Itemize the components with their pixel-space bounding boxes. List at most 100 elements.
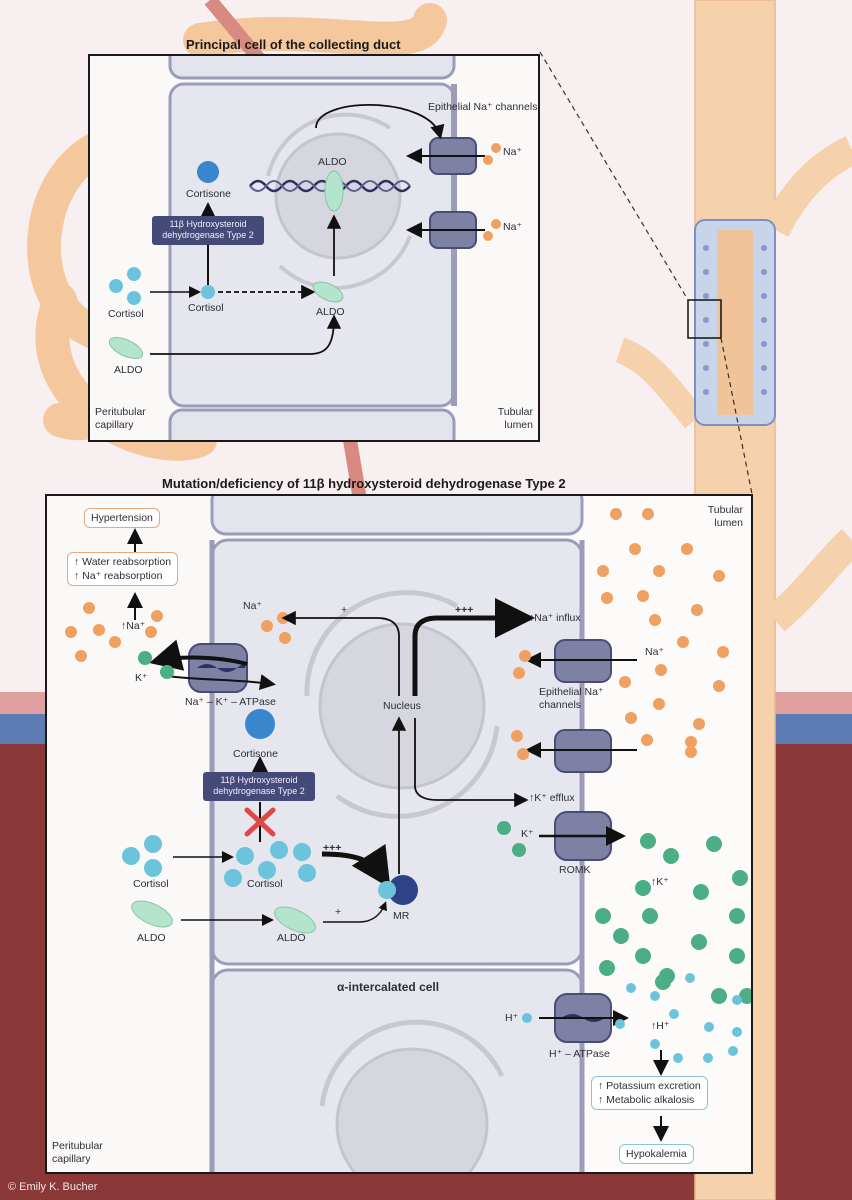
romk-channel [539, 811, 626, 861]
peritubular-line1: Peritubular [52, 1140, 103, 1152]
k-lumen-label: ↑K⁺ [651, 876, 669, 889]
enac-channel-2 [406, 211, 485, 249]
intercalated-cell-label: α-intercalated cell [337, 980, 440, 994]
zoom-marker [687, 299, 722, 339]
duct-branch-left [615, 337, 705, 429]
bottom-panel-title: Mutation/deficiency of 11β hydroxysteroi… [162, 476, 566, 491]
hypertension-box: Hypertension [84, 508, 160, 529]
h-atpase-pump [539, 993, 629, 1043]
up-arrow-icon: ↑ [598, 1094, 604, 1107]
cortisone-label: Cortisone [186, 188, 231, 200]
h-lumen-label: ↑H⁺ [651, 1020, 669, 1033]
lumen-line2: lumen [504, 418, 533, 431]
peritubular-line2: capillary [95, 418, 134, 431]
up-arrow-icon: ↑ [651, 876, 657, 888]
na-cell-label: Na⁺ [243, 600, 262, 612]
intercalated-nucleus [335, 1047, 489, 1172]
lumen-line1: Tubular [707, 504, 743, 516]
na-increase-label: ↑Na⁺ [121, 620, 145, 633]
vessel-top [204, 0, 266, 65]
hypokalemia-box: Hypokalemia [619, 1144, 694, 1165]
na-k-atpase-signal-arrow [281, 610, 400, 696]
na-k-atpase-label: Na⁺ – K⁺ – ATPase [185, 696, 276, 708]
mineralocorticoid-receptor [388, 875, 418, 905]
sodium-label-2: Na⁺ [503, 221, 522, 233]
up-arrow-icon: ↑ [74, 570, 80, 583]
k-interstitium-label: K⁺ [135, 672, 148, 684]
peritubular-label: Peritubular capillary [52, 1140, 103, 1165]
cortisone-molecule [197, 161, 219, 183]
cell-nuclei [703, 245, 767, 395]
cortisol-inside-label: Cortisol [188, 302, 224, 314]
enzyme-label-line2: dehydrogenase Type 2 [213, 786, 305, 797]
plus-aldo-label: + [335, 906, 342, 918]
duct-lumen [717, 230, 753, 415]
enac-label: Epithelial Na⁺ channels [428, 101, 538, 113]
enac-label: Epithelial Na⁺ channels [539, 686, 604, 711]
sodium-ions-top [483, 143, 501, 241]
aldo-molecule-outside [108, 336, 144, 360]
copyright-credit: © Emily K. Bucher [8, 1181, 98, 1193]
inhibition-x-icon [244, 807, 276, 837]
aldo-molecule-inside [274, 906, 316, 934]
aldo-nucleus-label: ALDO [318, 156, 347, 168]
alkalosis-line: ↑ Metabolic alkalosis [598, 1093, 701, 1107]
cortisol-molecules-outside [122, 835, 162, 877]
bottom-panel: Hypertension ↑ Water reabsorption ↑ Na⁺ … [45, 494, 753, 1174]
na-increase-text: Na⁺ [126, 620, 146, 632]
sodium-ions-lumen [597, 508, 729, 758]
plus-three-mr-label: +++ [323, 842, 342, 854]
k-efflux-text: K⁺ efflux [534, 792, 575, 804]
tubular-lumen-label: Tubular lumen [498, 406, 533, 431]
h-atpase-label: H⁺ – ATPase [549, 1048, 610, 1060]
enac-label-line2: channels [539, 698, 582, 711]
na-influx-label: ↑Na⁺ influx [529, 612, 581, 625]
plus-small-label: + [341, 604, 348, 616]
plus-three-label: +++ [455, 604, 474, 616]
upper-cell [210, 496, 584, 536]
upper-cell [168, 56, 456, 80]
sodium-ions-cell [511, 650, 531, 760]
h-cell-label: H⁺ [505, 1012, 519, 1024]
enzyme-box: 11β Hydroxysteroid dehydrogenase Type 2 [203, 772, 315, 801]
cortisol-inside-label: Cortisol [247, 878, 283, 890]
up-arrow-icon: ↑ [529, 612, 535, 624]
romk-signal-arrow [414, 718, 529, 808]
enac-channel-1 [525, 639, 637, 683]
aldo-to-mr-arrow [323, 901, 387, 923]
aldo-molecule-inside [312, 281, 344, 303]
lower-cell [168, 408, 456, 440]
top-panel-graphics [108, 56, 501, 440]
tubular-lumen-label: Tubular lumen [708, 504, 743, 529]
k-lumen-text: K⁺ [656, 876, 669, 888]
aldo-inside-label: ALDO [316, 306, 345, 318]
protons-lumen [615, 973, 742, 1063]
cortisol-molecule-inside [201, 285, 215, 299]
na-reabsorption-line: ↑ Na⁺ reabsorption [74, 569, 171, 583]
lumen-line2: lumen [714, 516, 743, 529]
enac-label-line1: Epithelial Na⁺ [539, 686, 604, 698]
top-panel-title: Principal cell of the collecting duct [186, 37, 401, 52]
expression-arrow [315, 104, 445, 140]
cortisol-outside-label: Cortisol [108, 308, 144, 320]
cortisol-to-mr-arrow [321, 843, 391, 889]
up-arrow-icon: ↑ [651, 1020, 657, 1032]
enzyme-label-line1: 11β Hydroxysteroid [169, 219, 247, 229]
enzyme-box: 11β Hydroxysteroid dehydrogenase Type 2 [152, 216, 264, 245]
k-efflux-label: ↑K⁺ efflux [529, 792, 575, 805]
peritubular-line2: capillary [52, 1152, 91, 1165]
up-arrow-icon: ↑ [529, 792, 535, 804]
nucleus-label: Nucleus [383, 700, 421, 712]
k-excretion-line: ↑ Potassium excretion [598, 1079, 701, 1093]
potassium-ions-cell [497, 821, 526, 857]
nucleus [318, 622, 486, 790]
er-3 [319, 1019, 505, 1107]
bottom-panel-graphics [65, 496, 751, 1172]
romk-label: ROMK [559, 864, 591, 876]
na-influx-text: Na⁺ influx [534, 612, 581, 624]
er-2 [335, 725, 500, 819]
potassium-ions-lumen [595, 833, 751, 1004]
water-reabsorption-label: Water reabsorption [82, 556, 172, 568]
enac-channel-2 [525, 729, 637, 773]
cortisol-outside-label: Cortisol [133, 878, 169, 890]
